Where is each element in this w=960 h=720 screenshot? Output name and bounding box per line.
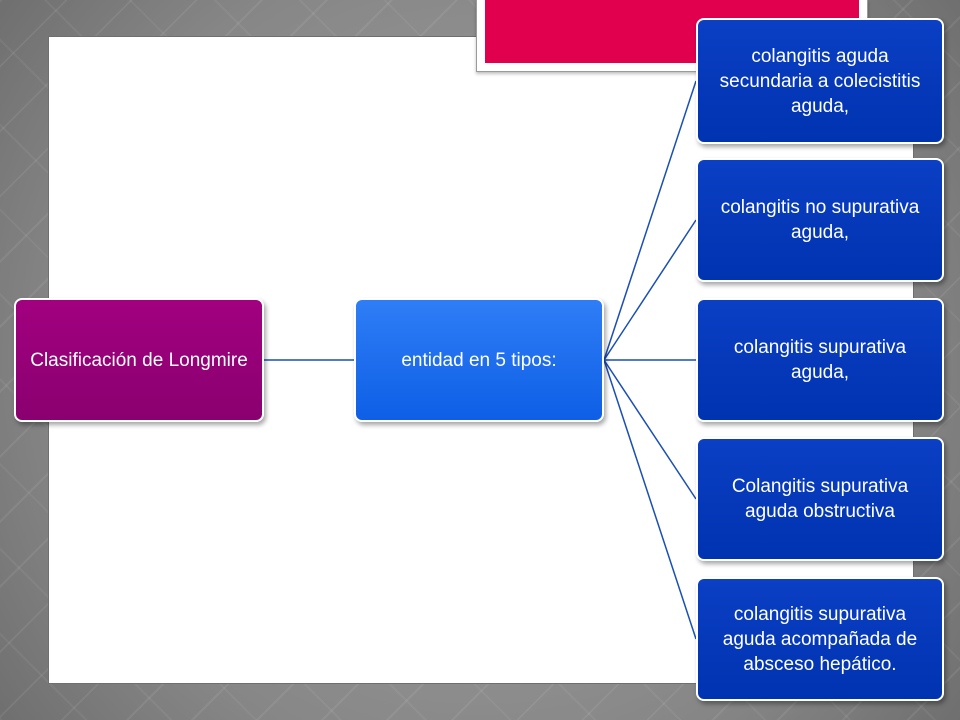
- leaf-connector-group: [603, 80, 697, 640]
- connector-middle-to-leaf-1: [603, 80, 697, 361]
- connector-middle-to-leaf-5: [603, 359, 697, 640]
- root-node-label: Clasificación de Longmire: [30, 349, 248, 371]
- leaf-node-1: colangitis aguda secundaria a colecistit…: [696, 18, 944, 144]
- leaf-node-2: colangitis no supurativa aguda,: [696, 158, 944, 282]
- leaf-node-label: colangitis supurativa aguda,: [733, 337, 907, 383]
- middle-node-label: entidad en 5 tipos:: [401, 349, 557, 371]
- middle-node: entidad en 5 tipos:: [354, 298, 604, 422]
- connector-middle-to-leaf-4: [603, 359, 697, 500]
- leaf-node-label: colangitis no supurativa aguda,: [720, 197, 920, 243]
- root-node: Clasificación de Longmire: [14, 298, 264, 422]
- leaf-node-label: Colangitis supurativa aguda obstructiva: [731, 476, 909, 522]
- leaf-node-3: colangitis supurativa aguda,: [696, 298, 944, 422]
- leaf-node-4: Colangitis supurativa aguda obstructiva: [696, 437, 944, 561]
- leaf-node-5: colangitis supurativa aguda acompañada d…: [696, 577, 944, 701]
- leaf-node-label: colangitis supurativa aguda acompañada d…: [722, 603, 918, 675]
- leaf-node-label: colangitis aguda secundaria a colecistit…: [719, 45, 921, 117]
- connector-middle-to-leaf-2: [603, 219, 697, 361]
